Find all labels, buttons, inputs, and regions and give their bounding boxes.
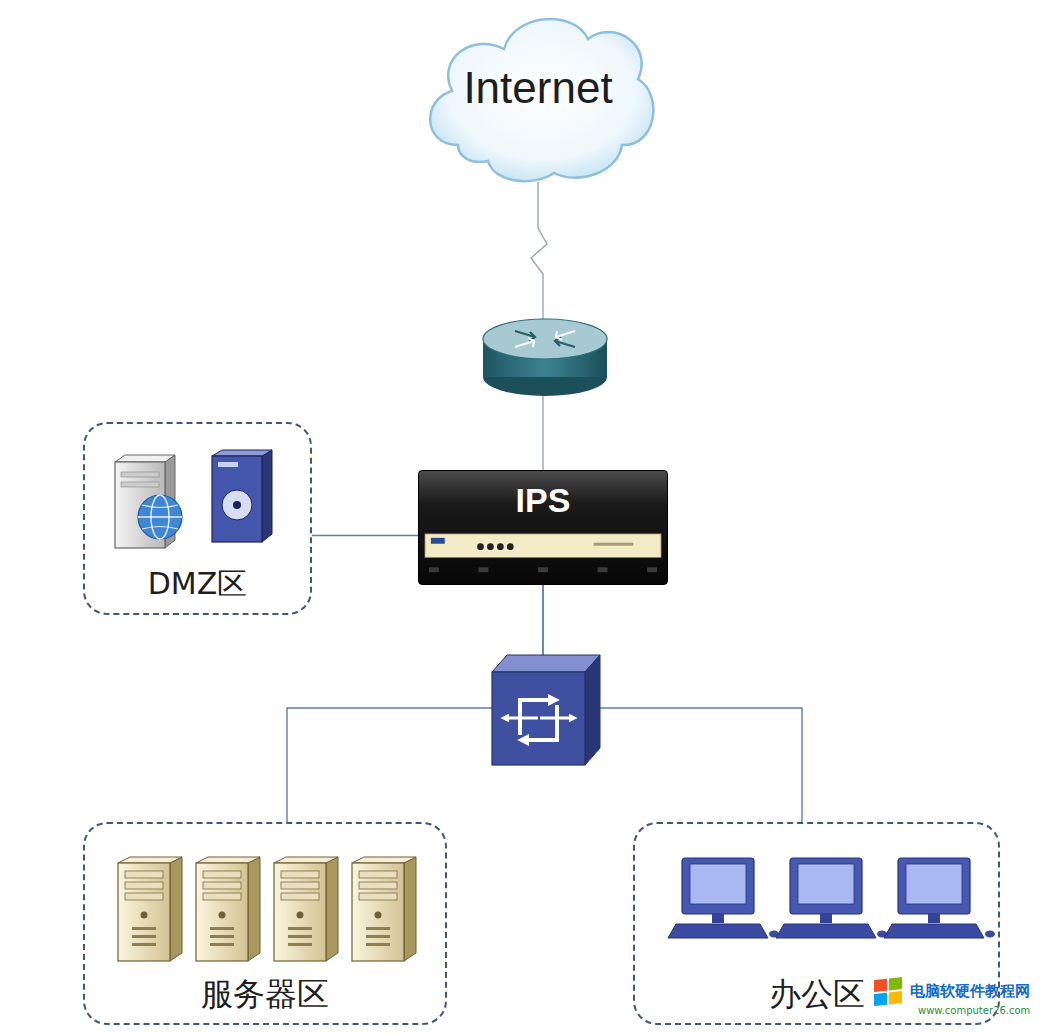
web-server-icon — [115, 455, 182, 548]
node-label: IPS — [516, 481, 571, 520]
watermark-url: www.computer26.com — [918, 1005, 1030, 1016]
router-icon — [483, 319, 607, 396]
ips-device: IPS — [418, 470, 668, 585]
office-pcs — [668, 858, 995, 938]
connector — [312, 535, 418, 536]
node-label: DMZ区 — [148, 567, 248, 602]
cloud-node: Internet — [418, 5, 658, 185]
switch-icon — [492, 655, 600, 765]
watermark-logo — [874, 977, 902, 1006]
zone-box: 服务器区 — [83, 822, 447, 1025]
node-label: 办公区 — [769, 976, 865, 1013]
server-towers — [118, 857, 416, 961]
zone-box: DMZ区 — [83, 422, 312, 615]
node-label: 服务器区 — [201, 976, 329, 1013]
node-label: Internet — [463, 63, 612, 114]
media-server-icon — [212, 450, 272, 542]
watermark-text: 电脑软硬件教程网 — [910, 983, 1030, 1000]
